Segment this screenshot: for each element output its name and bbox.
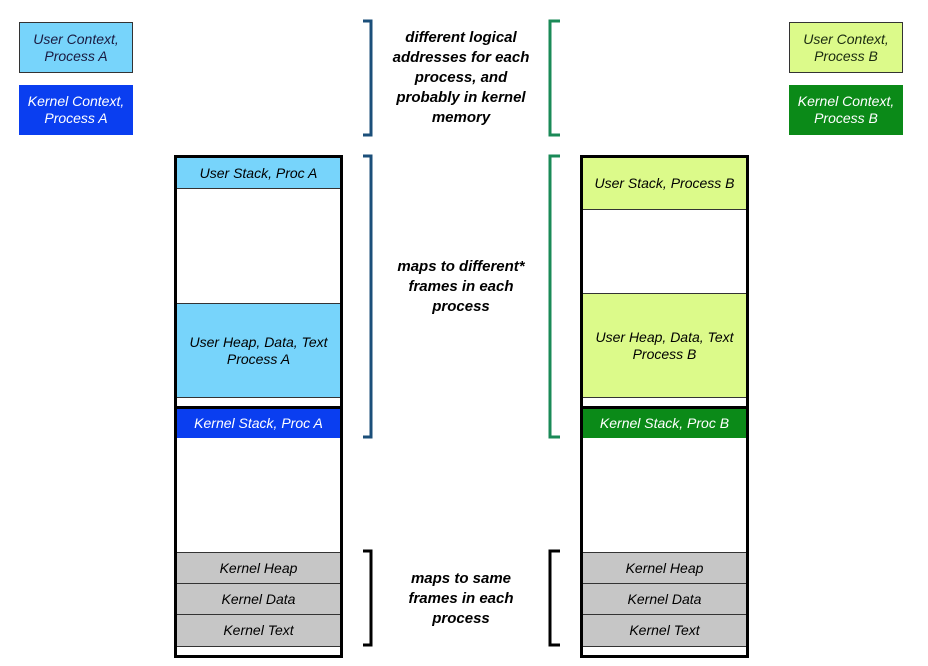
user-kernel-divider-b	[580, 406, 749, 409]
note-maps-to-different-frames: maps to different* frames in each proces…	[397, 258, 525, 315]
process-a-address-space: User Stack, Proc A User Heap, Data, Text…	[174, 155, 343, 658]
kernel-heap-b: Kernel Heap	[583, 552, 746, 584]
legend-kernel-context-b: Kernel Context, Process B	[789, 85, 903, 135]
user-heap-data-text-proc-b: User Heap, Data, Text Process B	[583, 293, 746, 398]
legend-kernel-context-a: Kernel Context, Process A	[19, 85, 133, 135]
user-kernel-divider-a	[174, 406, 343, 409]
kernel-stack-proc-b: Kernel Stack, Proc B	[583, 409, 746, 438]
user-stack-proc-b: User Stack, Process B	[583, 158, 746, 210]
bracket-bottom-a	[363, 549, 373, 647]
bracket-middle-a	[363, 154, 373, 439]
bracket-top-a	[363, 19, 373, 137]
bracket-bottom-b	[548, 549, 560, 647]
kernel-data-a: Kernel Data	[177, 584, 340, 615]
process-b-address-space: User Stack, Process B User Heap, Data, T…	[580, 155, 749, 658]
note-maps-to-same-frames: maps to same frames in each process	[408, 570, 514, 627]
legend-user-context-a: User Context, Process A	[19, 22, 133, 73]
user-stack-proc-a: User Stack, Proc A	[177, 158, 340, 189]
kernel-text-a: Kernel Text	[177, 615, 340, 647]
bracket-top-b	[548, 19, 560, 137]
kernel-text-b: Kernel Text	[583, 615, 746, 647]
legend-user-context-b: User Context, Process B	[789, 22, 903, 73]
kernel-heap-a: Kernel Heap	[177, 552, 340, 584]
note-different-logical-addresses: different logical addresses for each pro…	[392, 29, 530, 126]
kernel-data-b: Kernel Data	[583, 584, 746, 615]
user-heap-data-text-proc-a: User Heap, Data, Text Process A	[177, 303, 340, 398]
kernel-stack-proc-a: Kernel Stack, Proc A	[177, 409, 340, 438]
bracket-middle-b	[548, 154, 560, 439]
